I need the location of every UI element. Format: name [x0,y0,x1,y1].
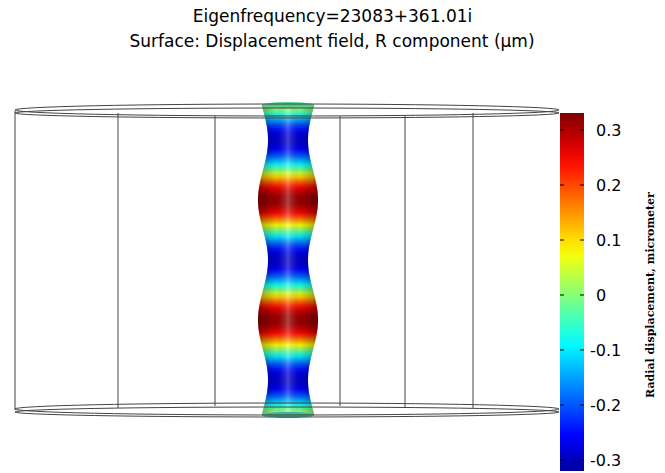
axis-label: Radial displacement, micrometer [644,192,657,398]
tick-label: -0.2 [590,396,621,415]
tube-end [262,102,315,108]
plot-title: Eigenfrequency=23083+361.01i [0,6,665,26]
tick-mark [560,185,584,186]
plot-subtitle: Surface: Displacement field, R component… [129,31,534,51]
tick-label: -0.1 [590,341,621,360]
tick-mark [560,240,584,241]
tick-label: 0.2 [596,176,621,195]
tick-mark [560,405,584,406]
tube-surface [258,105,318,415]
tick-label: -0.3 [590,451,621,470]
color-bar [560,113,584,471]
tick-label: 0.1 [596,231,621,250]
tick-label: 0.3 [596,121,621,140]
tube-shading [258,105,318,415]
color-scale [560,113,584,471]
domain-outline [15,111,473,410]
domain-rim [15,104,559,417]
tick-mark [560,350,584,351]
tick-label: 0 [596,286,606,305]
tick-mark [560,295,584,296]
tick-mark [560,460,584,461]
tick-mark [560,130,584,131]
deformed-tube [258,102,318,418]
